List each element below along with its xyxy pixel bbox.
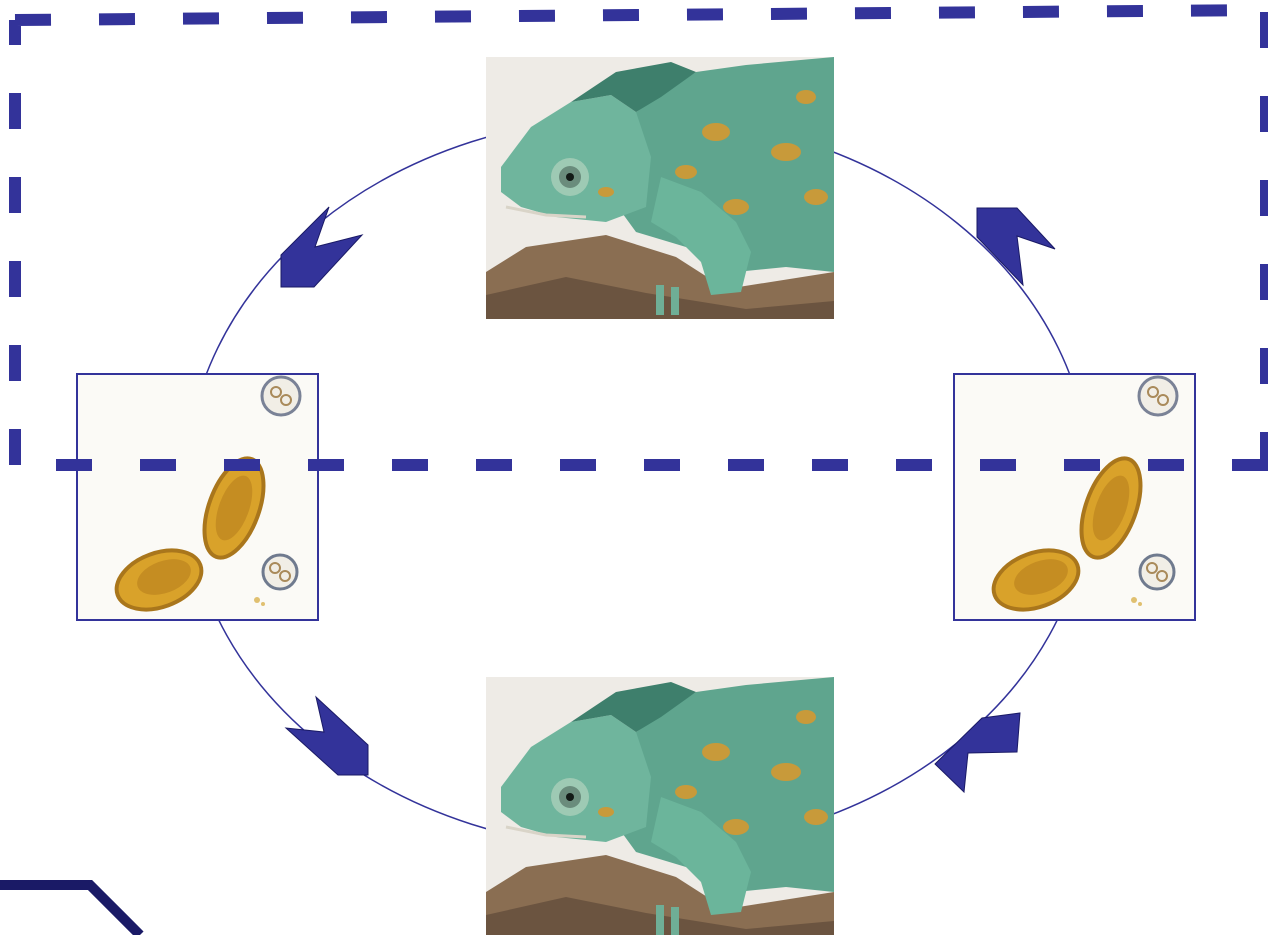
arrow-bottom-left (286, 697, 368, 775)
arrow-top-right (977, 208, 1055, 285)
chameleon-photo-top (486, 57, 834, 319)
arrow-top-left (281, 207, 362, 287)
chameleon-photo-bottom (486, 677, 834, 935)
parasite-eggs-micrograph-left (77, 374, 318, 620)
corner-hexagon-icon (0, 885, 140, 935)
arrow-bottom-right (935, 713, 1020, 792)
parasite-eggs-micrograph-right (954, 374, 1195, 620)
